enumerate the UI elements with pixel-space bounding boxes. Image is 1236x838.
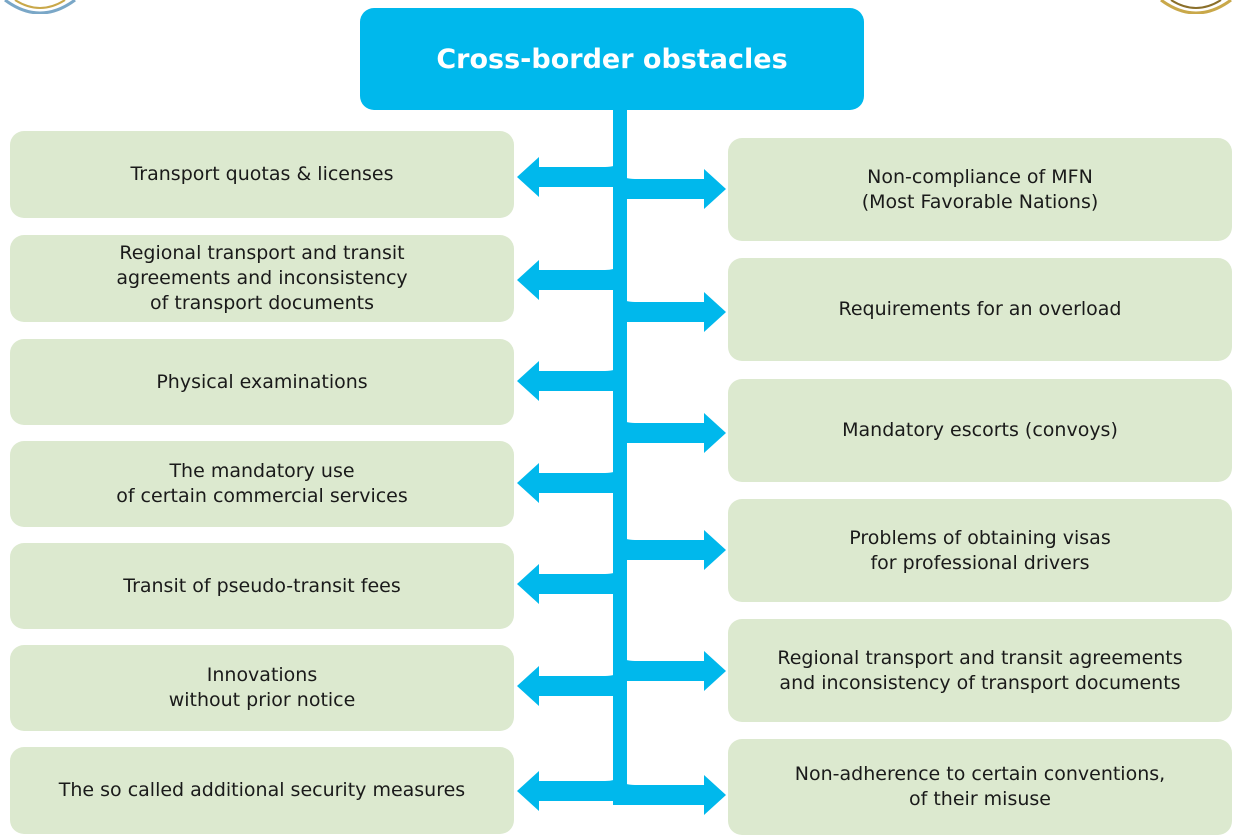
obstacle-label: Transport quotas & licenses xyxy=(130,163,394,185)
connector-arrow-left-5 xyxy=(517,552,627,604)
connector-arrow-right-4 xyxy=(613,518,726,570)
obstacle-label: Regional transport and transit agreement… xyxy=(777,646,1183,694)
connector-arrow-right-2 xyxy=(613,280,726,332)
connector-arrow-right-6 xyxy=(613,763,726,815)
connector-arrow-left-3 xyxy=(517,349,627,401)
obstacle-label: Regional transport and transit agreement… xyxy=(116,242,408,314)
connector-arrow-left-4 xyxy=(517,451,627,503)
obstacle-label: The so called additional security measur… xyxy=(58,779,466,801)
obstacle-label: Mandatory escorts (convoys) xyxy=(842,419,1118,441)
connector-arrow-left-6 xyxy=(517,654,627,706)
obstacle-right-1: Non-compliance of MFN (Most Favorable Na… xyxy=(728,138,1232,241)
title-box: Cross-border obstacles xyxy=(360,8,864,110)
obstacle-right-5: Regional transport and transit agreement… xyxy=(728,619,1232,722)
obstacle-label: Physical examinations xyxy=(156,370,368,393)
obstacle-label: Transit of pseudo-transit fees xyxy=(123,574,401,597)
obstacle-right-6: Non-adherence to certain conventions, of… xyxy=(728,739,1232,835)
obstacle-label: Non-compliance of MFN (Most Favorable Na… xyxy=(861,165,1099,213)
obstacle-left-2: Regional transport and transit agreement… xyxy=(10,235,514,322)
obstacle-left-3: Physical examinations xyxy=(10,339,514,425)
obstacle-label: Non-adherence to certain conventions, of… xyxy=(794,763,1166,810)
connector-arrow-right-1 xyxy=(613,157,726,209)
obstacle-left-6: Innovations without prior notice xyxy=(10,645,514,731)
right-logo xyxy=(1156,0,1236,14)
connector-arrow-right-5 xyxy=(613,639,726,691)
obstacle-label: Innovations without prior notice xyxy=(168,664,356,711)
obstacle-left-4: The mandatory use of certain commercial … xyxy=(10,441,514,527)
obstacle-left-5: Transit of pseudo-transit fees xyxy=(10,543,514,629)
obstacle-label: Problems of obtaining visas for professi… xyxy=(849,526,1111,574)
left-logo xyxy=(0,0,80,14)
obstacle-right-3: Mandatory escorts (convoys) xyxy=(728,379,1232,482)
obstacle-label: The mandatory use of certain commercial … xyxy=(116,460,408,507)
obstacle-right-2: Requirements for an overload xyxy=(728,258,1232,361)
connector-arrow-left-7 xyxy=(517,759,627,811)
obstacle-left-7: The so called additional security measur… xyxy=(10,747,514,834)
obstacle-left-1: Transport quotas & licenses xyxy=(10,131,514,218)
connector-arrow-left-1 xyxy=(517,145,627,197)
diagram-title: Cross-border obstacles xyxy=(436,43,788,75)
connector-arrow-left-2 xyxy=(517,248,627,300)
obstacle-label: Requirements for an overload xyxy=(838,298,1122,320)
obstacle-right-4: Problems of obtaining visas for professi… xyxy=(728,499,1232,602)
connector-arrow-right-3 xyxy=(613,401,726,453)
